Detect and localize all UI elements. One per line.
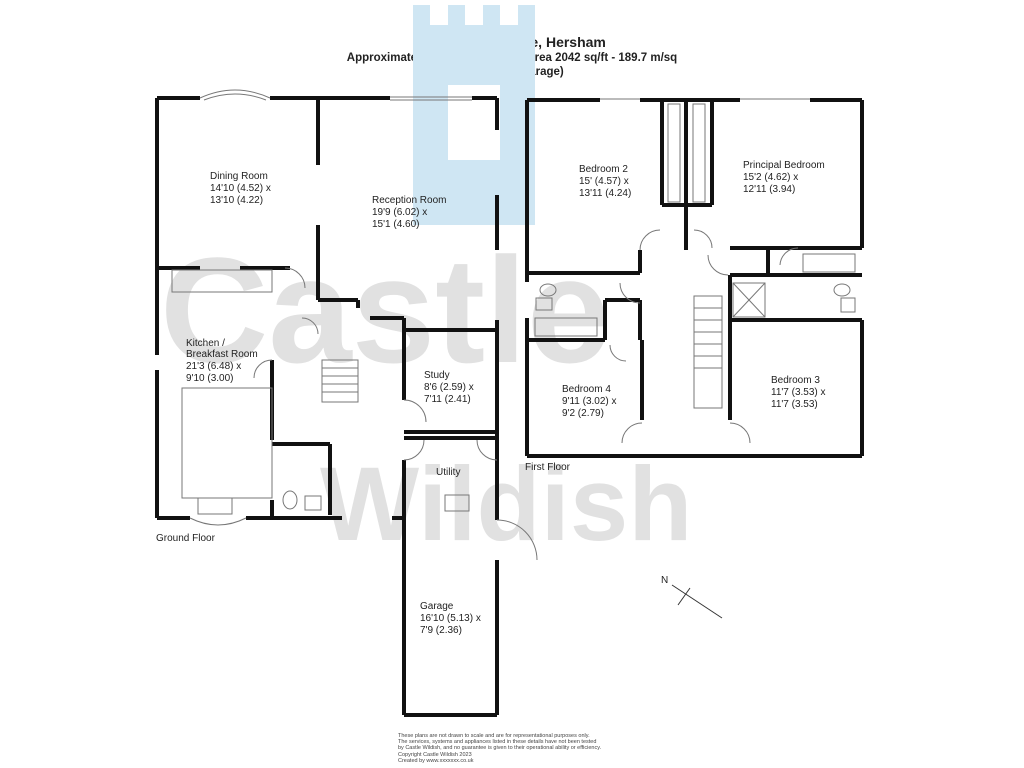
room-study: Study 8'6 (2.59) x 7'11 (2.41) [424,370,474,405]
bedroom2-imperial: 15' (4.57) x [579,176,629,187]
room-garage: Garage 16'10 (5.13) x 7'9 (2.36) [420,601,481,636]
first-floor-details [534,98,856,444]
room-kitchen: Kitchen / Breakfast Room 21'3 (6.48) x 9… [186,338,258,384]
bedroom4-name: Bedroom 4 [562,384,611,395]
first-floor-walls [525,98,864,458]
disclaimer-line: The services, systems and appliances lis… [398,739,597,746]
disclaimer-line: Copyright Castle Wildish 2023 [398,751,472,758]
disclaimer: These plans are not drawn to scale and a… [398,733,658,764]
bedroom3-metric: 11'7 (3.53) [771,399,818,410]
study-metric: 7'11 (2.41) [424,394,471,405]
bedroom3-name: Bedroom 3 [771,375,820,386]
disclaimer-line: These plans are not drawn to scale and a… [398,733,590,739]
bedroom4-metric: 9'2 (2.79) [562,408,604,419]
ground-floor-details [171,89,538,561]
principal-metric: 12'11 (3.94) [743,184,795,195]
room-bedroom-3: Bedroom 3 11'7 (3.53) x 11'7 (3.53) [771,375,826,410]
room-principal-bedroom: Principal Bedroom 15'2 (4.62) x 12'11 (3… [743,160,825,195]
disclaimer-line: by Castle Wildish, and no guarantee is g… [398,745,602,752]
first-floor-label: First Floor [525,462,571,473]
kitchen-name-line2: Breakfast Room [186,349,258,360]
watermark-castle: Castle [160,226,610,394]
room-reception: Reception Room 19'9 (6.02) x 15'1 (4.60) [372,195,446,230]
dining-room-name: Dining Room [210,171,268,182]
ground-floor-label: Ground Floor [156,533,216,544]
garage-name: Garage [420,601,454,612]
bedroom3-imperial: 11'7 (3.53) x [771,387,826,398]
dining-room-imperial: 14'10 (4.52) x [210,183,271,194]
study-imperial: 8'6 (2.59) x [424,382,474,393]
room-bedroom-2: Bedroom 2 15' (4.57) x 13'11 (4.24) [579,164,631,199]
study-name: Study [424,370,450,381]
utility-name: Utility [436,467,460,478]
north-arrow-icon [671,584,723,619]
north-arrow-label: N [661,575,668,586]
kitchen-metric: 9'10 (3.00) [186,373,234,384]
reception-room-metric: 15'1 (4.60) [372,219,420,230]
garage-metric: 7'9 (2.36) [420,625,462,636]
reception-room-name: Reception Room [372,195,446,206]
principal-name: Principal Bedroom [743,160,825,171]
disclaimer-line: Created by www.xxxxxxx.co.uk [398,757,474,764]
bedroom4-imperial: 9'11 (3.02) x [562,396,617,407]
principal-imperial: 15'2 (4.62) x [743,172,798,183]
garage-imperial: 16'10 (5.13) x [420,613,481,624]
watermark-wildish: Wildish [320,446,692,563]
kitchen-imperial: 21'3 (6.48) x [186,361,241,372]
dining-room-metric: 13'10 (4.22) [210,195,263,206]
reception-room-imperial: 19'9 (6.02) x [372,207,427,218]
room-bedroom-4: Bedroom 4 9'11 (3.02) x 9'2 (2.79) [562,384,617,419]
bedroom2-name: Bedroom 2 [579,164,628,175]
room-dining: Dining Room 14'10 (4.52) x 13'10 (4.22) [210,171,271,206]
bedroom2-metric: 13'11 (4.24) [579,188,631,199]
kitchen-name-line1: Kitchen / [186,338,225,349]
